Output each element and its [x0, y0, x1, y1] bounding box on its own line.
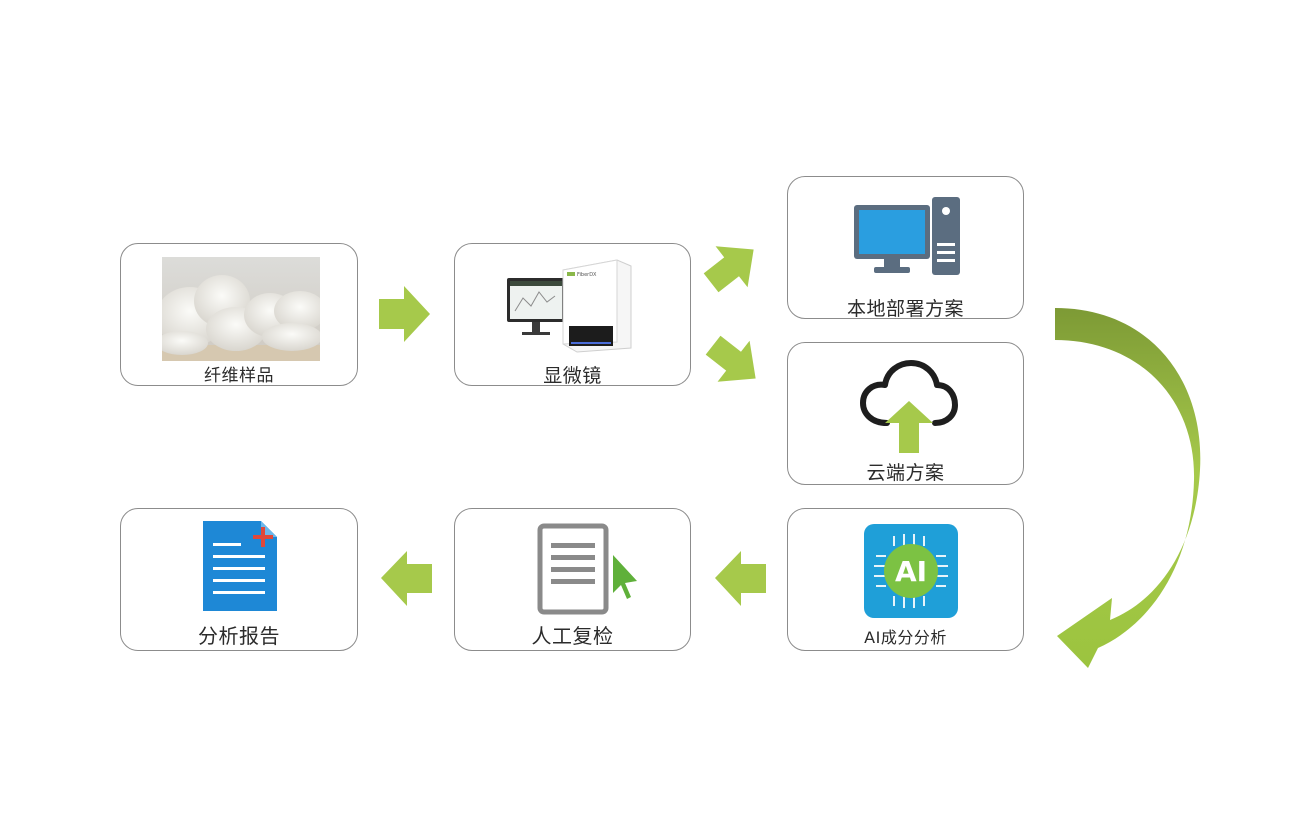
node-cloud-solution: 云端方案: [787, 342, 1024, 485]
microscope-device-icon: FiberDX: [507, 259, 632, 353]
report-document-icon: [203, 521, 277, 611]
node-fiber-sample: 纤维样品: [120, 243, 358, 386]
node-ai-analysis: AI AI成分分析: [787, 508, 1024, 651]
cloud-upload-icon: [860, 360, 958, 453]
node-label: 纤维样品: [204, 366, 274, 386]
node-label: 云端方案: [866, 462, 945, 484]
desktop-computer-icon: [854, 197, 960, 275]
node-analysis-report: 分析报告: [120, 508, 358, 651]
arrow-curve: [1055, 308, 1201, 668]
arrow-left-2: [381, 551, 432, 606]
ai-chip-icon: AI: [864, 524, 958, 618]
node-label: 人工复检: [531, 624, 614, 648]
arrow-left-1: [715, 551, 766, 606]
ai-chip-text: AI: [895, 555, 927, 588]
node-label: 分析报告: [198, 624, 280, 648]
node-label: 显微镜: [543, 365, 602, 387]
device-brand-text: FiberDX: [577, 272, 597, 278]
node-label: AI成分分析: [864, 628, 947, 647]
arrow-right-1: [379, 286, 430, 342]
node-local-deployment: 本地部署方案: [787, 176, 1024, 320]
arrow-up-right: [703, 246, 754, 293]
arrow-down-right: [705, 335, 756, 382]
cotton-fiber-photo: [162, 257, 320, 361]
document-cursor-icon: [537, 523, 637, 615]
node-label: 本地部署方案: [846, 298, 964, 320]
node-manual-review: 人工复检: [454, 508, 691, 651]
node-microscope: FiberDX 显微镜: [454, 243, 691, 387]
